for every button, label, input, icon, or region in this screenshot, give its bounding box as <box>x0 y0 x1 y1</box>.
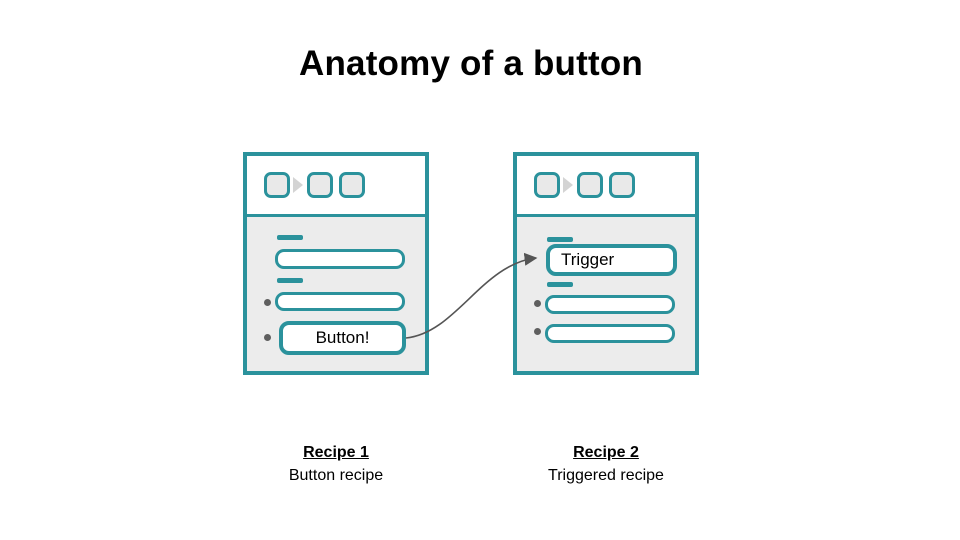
recipe1-caption: Recipe 1 Button recipe <box>243 441 429 487</box>
app-square-icon <box>534 172 560 198</box>
app-square-icon <box>264 172 290 198</box>
section-dash <box>277 235 303 240</box>
recipe2-header <box>517 156 695 217</box>
recipe2-card: Trigger <box>513 152 699 375</box>
trigger-shape: Trigger <box>546 244 677 276</box>
section-dash <box>547 282 573 287</box>
app-square-icon <box>339 172 365 198</box>
bullet-icon <box>534 300 541 307</box>
chevron-right-icon <box>293 177 303 193</box>
field-pill <box>275 249 405 269</box>
chevron-right-icon <box>563 177 573 193</box>
recipe1-card: Button! <box>243 152 429 375</box>
recipe2-caption-subtitle: Triggered recipe <box>548 467 664 484</box>
field-pill <box>275 292 405 311</box>
page-title: Anatomy of a button <box>298 44 644 83</box>
field-pill <box>545 295 675 314</box>
recipe2-body: Trigger <box>517 217 695 372</box>
section-dash <box>277 278 303 283</box>
recipe1-body: Button! <box>247 217 425 372</box>
section-dash <box>547 237 573 242</box>
bullet-icon <box>264 299 271 306</box>
recipe1-caption-title: Recipe 1 <box>303 444 369 461</box>
app-square-icon <box>577 172 603 198</box>
bullet-icon <box>534 328 541 335</box>
app-square-icon <box>609 172 635 198</box>
recipe2-caption-title: Recipe 2 <box>573 444 639 461</box>
app-square-icon <box>307 172 333 198</box>
field-pill <box>545 324 675 343</box>
recipe1-header <box>247 156 425 217</box>
button-shape: Button! <box>279 321 406 355</box>
recipe1-caption-subtitle: Button recipe <box>288 467 384 484</box>
recipe2-caption: Recipe 2 Triggered recipe <box>513 441 699 487</box>
bullet-icon <box>264 334 271 341</box>
